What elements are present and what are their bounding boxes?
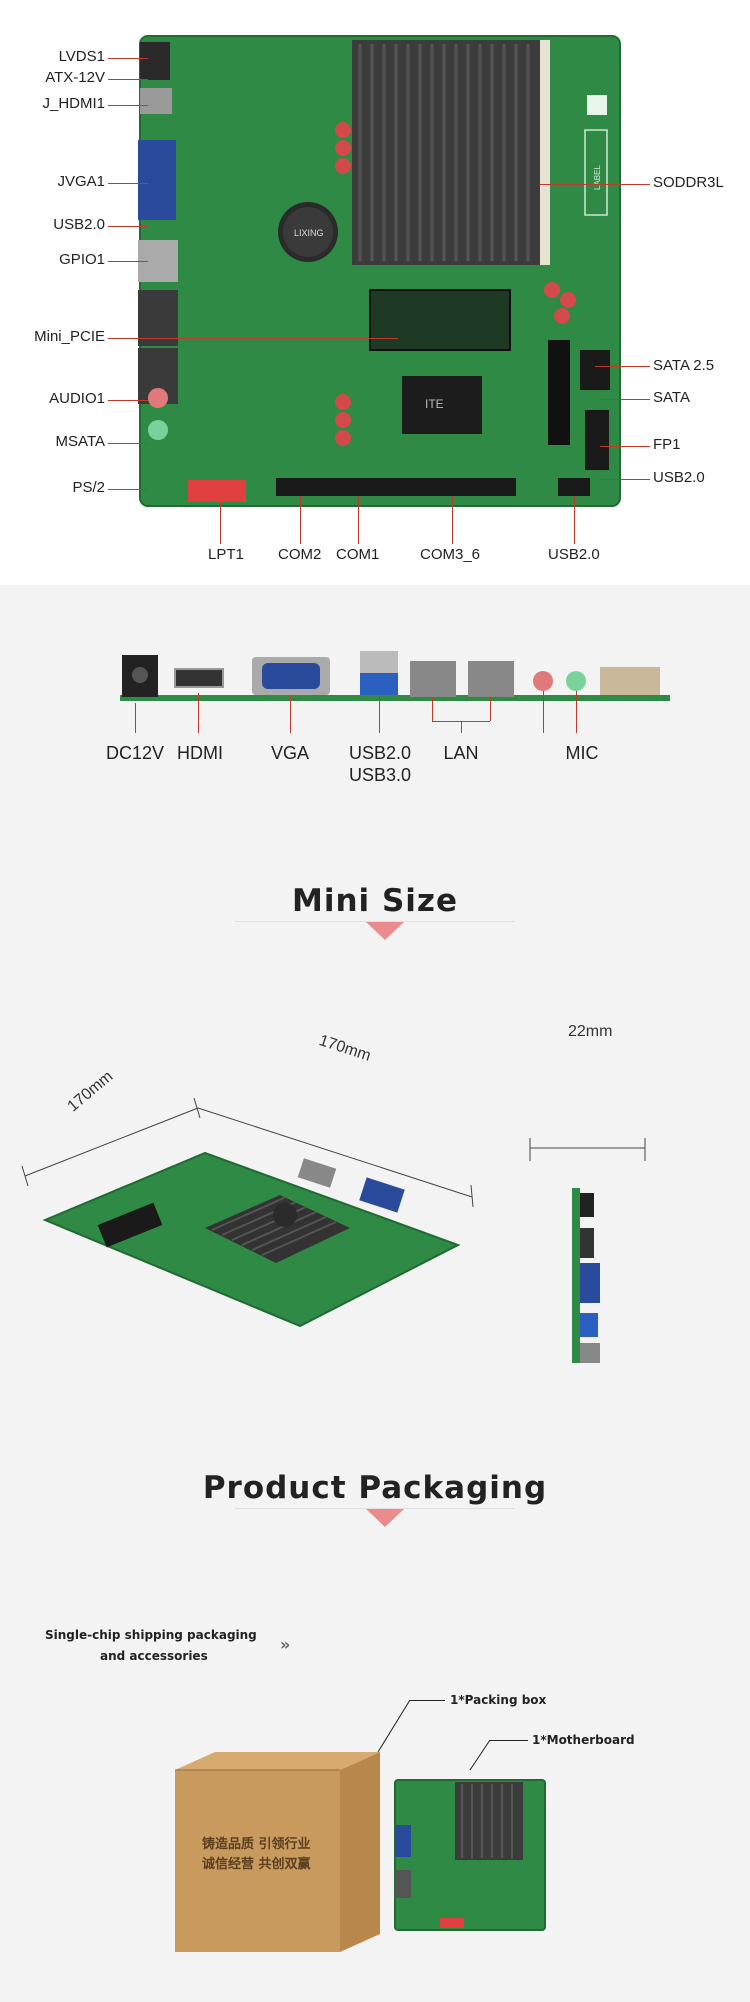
port-label-usb20: USB2.0	[348, 743, 412, 763]
leader-jvga1	[108, 183, 148, 184]
packaging-desc-line2: and accessories	[100, 1649, 208, 1663]
label-jvga1: JVGA1	[57, 173, 105, 190]
item-packing-box: 1*Packing box	[450, 1693, 547, 1707]
leader-lan	[461, 721, 462, 733]
label-com3-6: COM3_6	[420, 546, 481, 563]
io-panel-image	[120, 651, 670, 701]
leader-mic-a	[543, 691, 544, 733]
leader-msata	[108, 443, 148, 444]
label-jhdmi1: J_HDMI1	[42, 95, 105, 112]
port-label-usb30: USB3.0	[348, 765, 412, 785]
leader-audio1	[108, 400, 148, 401]
port-label-hdmi: HDMI	[177, 743, 223, 763]
leader-hdmi	[198, 693, 199, 733]
leader-gpio1	[108, 261, 148, 262]
motherboard-top-view: LABEL LIXING ITE	[138, 35, 621, 507]
io-panel-section: DC12V HDMI VGA USB2.0 USB3.0 LAN MIC	[0, 585, 750, 863]
label-mini-pcie: Mini_PCIE	[34, 328, 105, 345]
packaging-title: Product Packaging	[202, 1470, 548, 1506]
packaging-underline	[235, 1508, 515, 1509]
leader-mini-pcie	[108, 338, 398, 339]
label-gpio1: GPIO1	[59, 251, 105, 268]
box-text-line2: 诚信经营 共创双赢	[202, 1856, 311, 1872]
mini-size-section: Mini Size 170mm 170mm 22mm	[0, 863, 750, 1400]
label-usb20-bottom: USB2.0	[548, 546, 600, 563]
label-usb20-left: USB2.0	[53, 216, 105, 233]
leader-lpt1	[220, 502, 221, 544]
board-diagram-section: LABEL LIXING ITE LVDS1	[0, 0, 750, 585]
label-sata25: SATA 2.5	[653, 357, 715, 374]
label-audio1: AUDIO1	[49, 390, 105, 407]
label-msata: MSATA	[55, 433, 105, 450]
chevron-right-icon: »	[280, 1635, 291, 1654]
leader-usb20-right	[600, 479, 650, 480]
label-sata: SATA	[653, 389, 690, 406]
leader-mic-b	[576, 691, 577, 733]
leader-com1	[358, 496, 359, 544]
mini-size-underline	[235, 921, 515, 922]
label-lpt1: LPT1	[208, 546, 244, 563]
leader-jhdmi1	[108, 105, 148, 106]
label-silkscreen: LABEL	[593, 165, 602, 190]
label-com2: COM2	[278, 546, 322, 563]
port-label-lan: LAN	[443, 743, 479, 763]
leader-sata25	[595, 366, 650, 367]
battery-text: LIXING	[294, 228, 324, 238]
leader-box-h	[410, 1700, 445, 1701]
leader-com2	[300, 496, 301, 544]
leader-dc12v	[135, 703, 136, 733]
leader-sata	[600, 399, 650, 400]
mini-size-arrow	[366, 922, 404, 940]
leader-soddr3l	[540, 184, 650, 185]
leader-usb20-left	[108, 226, 148, 227]
label-usb20-right: USB2.0	[653, 469, 705, 486]
label-ps2: PS/2	[72, 479, 105, 496]
dim-thickness-label: 22mm	[568, 1023, 613, 1040]
port-label-dc12v: DC12V	[105, 743, 165, 763]
port-label-vga: VGA	[270, 743, 309, 763]
leader-atx12v	[108, 79, 148, 80]
leader-lan-b	[490, 697, 491, 721]
packaging-arrow	[366, 1509, 404, 1527]
mini-size-title: Mini Size	[292, 883, 458, 919]
leader-lan-a	[432, 697, 433, 721]
packaging-image: 铸造品质 引领行业 诚信经营 共创双赢	[175, 1700, 546, 1952]
packaging-section: Product Packaging Single-chip shipping p…	[0, 1400, 750, 2002]
leader-board-h	[490, 1740, 528, 1741]
leader-usb	[379, 695, 380, 733]
chip-text: ITE	[425, 397, 444, 411]
label-soddr3l: SODDR3L	[653, 174, 724, 191]
box-text-line1: 铸造品质 引领行业	[202, 1836, 311, 1852]
port-label-mic: MIC	[565, 743, 599, 763]
item-motherboard: 1*Motherboard	[532, 1733, 635, 1747]
leader-com3-6	[452, 496, 453, 544]
leader-usb20-bottom	[574, 496, 575, 544]
leader-fp1	[600, 446, 650, 447]
leader-ps2	[108, 489, 148, 490]
label-atx12v: ATX-12V	[45, 69, 105, 86]
packaging-desc-line1: Single-chip shipping packaging	[45, 1628, 257, 1642]
label-fp1: FP1	[653, 436, 681, 453]
label-com1: COM1	[336, 546, 380, 563]
board-iso-view	[21, 1097, 646, 1363]
label-lvds1: LVDS1	[58, 48, 105, 65]
leader-vga	[290, 695, 291, 733]
leader-lvds1	[108, 58, 148, 59]
